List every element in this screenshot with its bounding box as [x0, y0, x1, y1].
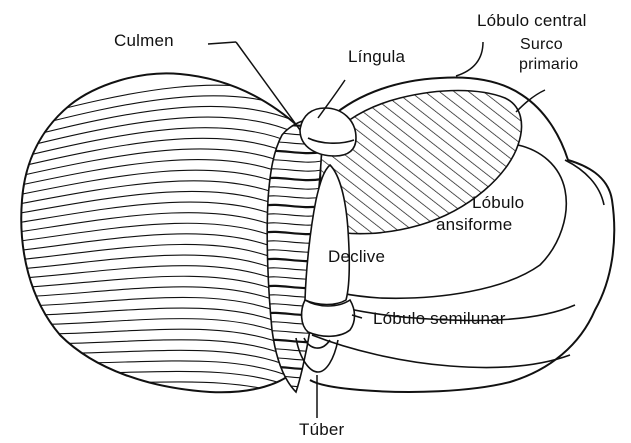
label-surco-primario-line1: Surco [520, 36, 563, 54]
label-culmen: Culmen [114, 32, 174, 50]
label-lobulo-semilunar: Lóbulo semilunar [373, 310, 506, 328]
label-lobulo-ansiforme-line2: ansiforme [436, 216, 512, 234]
label-lingula: Língula [348, 48, 405, 66]
label-tuber: Túber [299, 421, 344, 439]
label-declive: Declive [328, 248, 385, 266]
label-surco-primario-line2: primario [519, 56, 578, 74]
label-lobulo-central: Lóbulo central [477, 12, 587, 30]
label-lobulo-ansiforme-line1: Lóbulo [472, 194, 524, 212]
folium-line [20, 390, 300, 410]
